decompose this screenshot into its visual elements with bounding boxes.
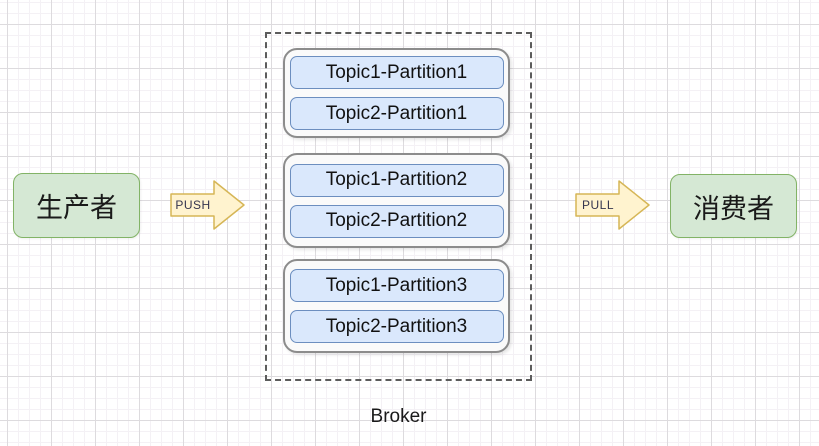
right-arrow-icon	[170, 179, 246, 231]
push-arrow-label: PUSH	[175, 198, 211, 212]
partition-box: Topic1-Partition3	[289, 269, 504, 302]
pull-arrow-label: PULL	[581, 198, 615, 212]
push-arrow: PUSH	[170, 179, 246, 231]
producer-label: 生产者	[36, 193, 117, 223]
partition-box: Topic2-Partition1	[289, 97, 504, 130]
producer-node: 生产者	[13, 173, 140, 238]
partition-box: Topic1-Partition1	[289, 56, 504, 89]
partition-box: Topic2-Partition2	[289, 204, 504, 238]
partition-box: Topic1-Partition2	[289, 163, 504, 197]
pull-arrow: PULL	[575, 179, 651, 231]
consumer-label: 消费者	[693, 193, 774, 224]
consumer-node: 消费者	[670, 174, 797, 238]
partition-group-3: Topic1-Partition3 Topic2-Partition3	[283, 259, 510, 353]
right-arrow-icon	[575, 179, 651, 231]
partition-group-2: Topic1-Partition2 Topic2-Partition2	[283, 153, 510, 248]
broker-label: Broker	[370, 406, 427, 427]
partition-group-1: Topic1-Partition1 Topic2-Partition1	[283, 48, 510, 138]
partition-box: Topic2-Partition3	[289, 310, 504, 343]
broker-container	[265, 32, 532, 381]
